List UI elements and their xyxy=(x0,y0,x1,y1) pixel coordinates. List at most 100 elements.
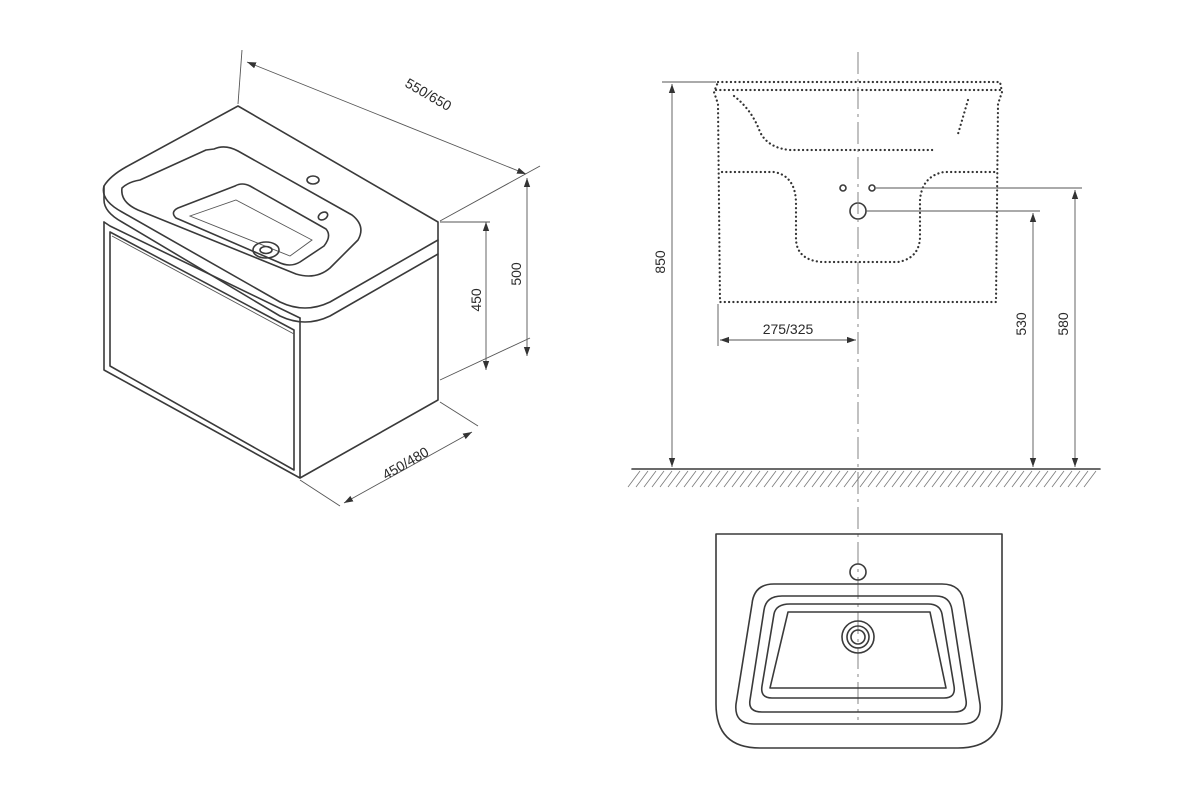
hatch-stroke xyxy=(643,470,657,488)
hatch-stroke xyxy=(755,470,769,488)
hatch-stroke xyxy=(1059,470,1073,488)
tap-hole xyxy=(306,175,320,185)
hatch-stroke xyxy=(931,470,945,488)
hatch-stroke xyxy=(651,470,665,488)
basin-top-outline xyxy=(102,105,439,309)
basin-outline-dotted xyxy=(712,80,1004,304)
hatch-stroke xyxy=(1075,470,1089,488)
hatch-stroke xyxy=(691,470,705,488)
hatch-stroke xyxy=(763,470,777,488)
plan-outline xyxy=(715,533,1003,749)
drain-outer xyxy=(252,241,280,259)
hatch-stroke xyxy=(811,470,825,488)
plan-tap-hole xyxy=(849,563,867,581)
ext-line-width-1 xyxy=(237,49,243,105)
cabinet-left-top xyxy=(103,221,301,319)
ext-line-depth-2 xyxy=(439,401,479,427)
hatch-stroke xyxy=(859,470,873,488)
basin-rim xyxy=(121,146,362,277)
hatch-stroke xyxy=(923,470,937,488)
ext-line-depth-1 xyxy=(299,479,341,507)
hatch-stroke xyxy=(635,470,649,488)
isometric-view: 550/650 500 450 450/480 xyxy=(102,49,541,507)
hatch-stroke xyxy=(1051,470,1065,488)
drawer-handle-groove xyxy=(111,235,295,335)
dim-drain-height-label: 530 xyxy=(1013,312,1029,336)
hatch-stroke xyxy=(779,470,793,488)
hatch-stroke xyxy=(715,470,729,488)
hatch-stroke xyxy=(907,470,921,488)
ext-line-width-2 xyxy=(439,165,541,222)
hatch-stroke xyxy=(1027,470,1041,488)
dim-cabinet-height-label: 450 xyxy=(468,288,484,312)
hatch-stroke xyxy=(627,470,641,488)
hatch-stroke xyxy=(947,470,961,488)
hatch-stroke xyxy=(915,470,929,488)
hatch-stroke xyxy=(771,470,785,488)
hatch-stroke xyxy=(675,470,689,488)
hatch-stroke xyxy=(971,470,985,488)
hatch-stroke xyxy=(995,470,1009,488)
plan-drain-mid xyxy=(846,625,870,649)
dim-unit-height-label: 500 xyxy=(508,262,524,286)
plan-bowl-inner xyxy=(769,611,947,689)
ext-line-bottom xyxy=(439,337,531,381)
bowl-right-dotted xyxy=(956,98,970,136)
plan-view xyxy=(715,533,1003,749)
fixing-hole-right xyxy=(868,184,876,192)
hatch-stroke xyxy=(795,470,809,488)
hatch-stroke xyxy=(851,470,865,488)
hatch-stroke xyxy=(1043,470,1057,488)
dim-line-width xyxy=(246,61,527,175)
hatch-stroke xyxy=(723,470,737,488)
hatch-stroke xyxy=(987,470,1001,488)
hatch-stroke xyxy=(883,470,897,488)
dim-line-depth xyxy=(343,431,473,504)
hatch-stroke xyxy=(1067,470,1081,488)
plan-rim-outer xyxy=(735,583,981,725)
hatch-stroke xyxy=(819,470,833,488)
siphon-dotted xyxy=(720,170,998,264)
hatch-stroke xyxy=(803,470,817,488)
hatch-stroke xyxy=(843,470,857,488)
dim-width-label: 550/650 xyxy=(403,75,455,114)
hatch-stroke xyxy=(1035,470,1049,488)
hatch-stroke xyxy=(979,470,993,488)
hatch-stroke xyxy=(667,470,681,488)
plan-bowl-outer xyxy=(760,603,956,699)
hatch-stroke xyxy=(891,470,905,488)
hatch-stroke xyxy=(867,470,881,488)
hatch-stroke xyxy=(875,470,889,488)
hatch-stroke xyxy=(963,470,977,488)
hatch-stroke xyxy=(955,470,969,488)
dim-fitting-height-label: 580 xyxy=(1055,312,1071,336)
hatch-stroke xyxy=(739,470,753,488)
overflow-hole xyxy=(317,211,329,221)
hatch-stroke xyxy=(899,470,913,488)
drain-inner xyxy=(259,245,273,255)
bowl-dotted xyxy=(732,94,938,152)
hatch-stroke xyxy=(747,470,761,488)
hatch-stroke xyxy=(1011,470,1025,488)
floor-hatch xyxy=(627,470,1097,488)
basin-bowl xyxy=(172,183,330,266)
hatch-stroke xyxy=(1083,470,1097,488)
hatch-stroke xyxy=(827,470,841,488)
hatch-stroke xyxy=(1019,470,1033,488)
hatch-stroke xyxy=(659,470,673,488)
hatch-stroke xyxy=(731,470,745,488)
hatch-stroke xyxy=(835,470,849,488)
front-elevation: 850 275/325 530 580 xyxy=(627,52,1101,720)
drawer-front xyxy=(109,231,295,471)
hatch-stroke xyxy=(699,470,713,488)
fixing-hole-left xyxy=(839,184,847,192)
plan-drain-outer xyxy=(841,620,875,654)
plan-drain-inner xyxy=(850,629,866,645)
hatch-stroke xyxy=(939,470,953,488)
basin-front-lip xyxy=(103,185,439,323)
dim-half-width-label: 275/325 xyxy=(763,321,814,337)
hatch-stroke xyxy=(683,470,697,488)
cabinet-body xyxy=(103,221,439,479)
hatch-stroke xyxy=(787,470,801,488)
